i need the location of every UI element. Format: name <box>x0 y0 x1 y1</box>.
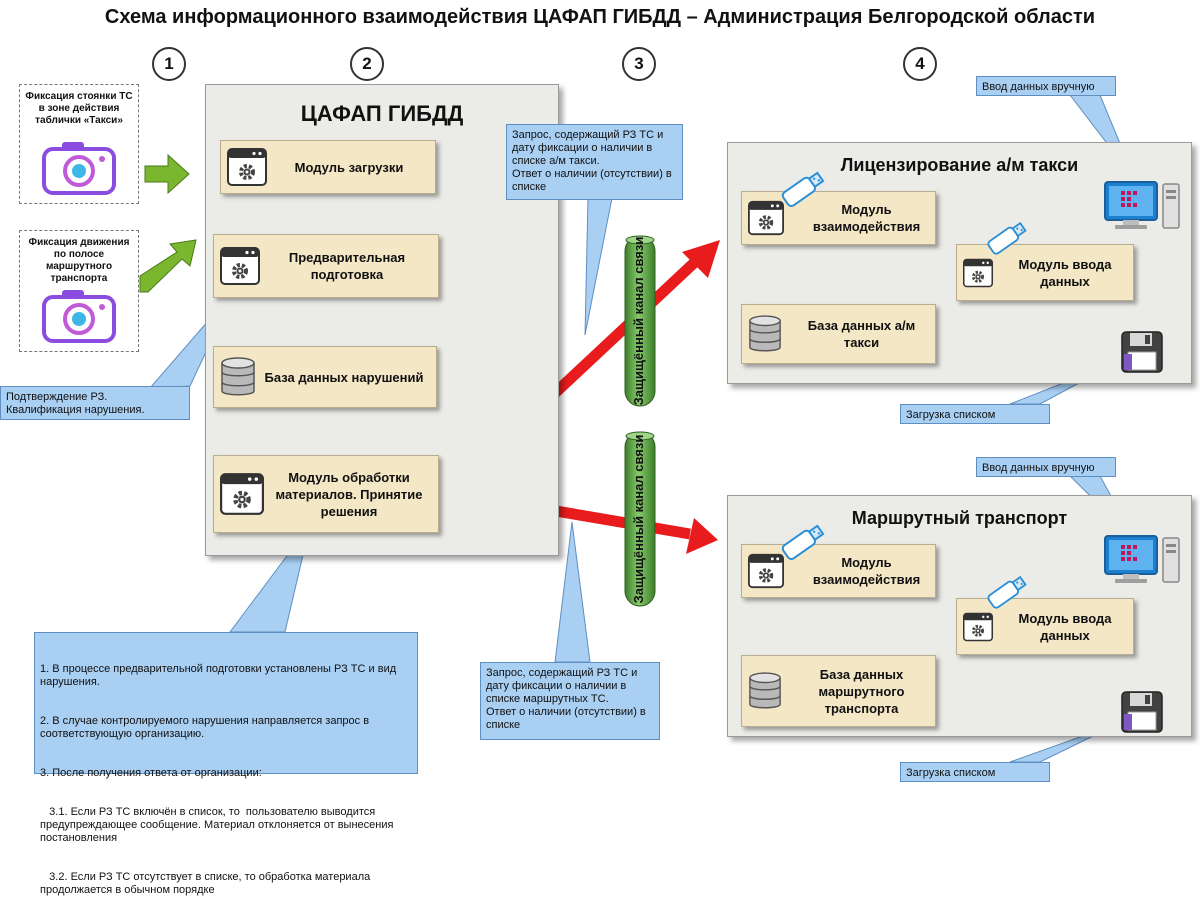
source-label: Фиксация стоянки ТС в зоне действия табл… <box>25 91 133 126</box>
gear-window-icon <box>748 200 784 236</box>
note-line: 3. После получения ответа от организации… <box>40 767 262 779</box>
note-taxi-bulk: Загрузка списком <box>900 404 1050 424</box>
gear-window-icon <box>220 247 260 285</box>
source-label: Фиксация движения по полосе маршрутного … <box>28 237 130 284</box>
note-process: 1. В процессе предварительной подготовки… <box>34 632 418 896</box>
channel-tube-top <box>624 235 656 407</box>
cafap-title: ЦАФАП ГИБДД <box>300 101 464 126</box>
channel-tube-bottom <box>624 431 656 607</box>
note-line: Квалификация нарушения. <box>6 404 145 416</box>
source-taxi-parking: Фиксация стоянки ТС в зоне действия табл… <box>19 84 139 204</box>
module-violations-db[interactable]: База данных нарушений <box>213 346 437 408</box>
taxi-module-db[interactable]: База данных а/м такси <box>741 304 936 364</box>
usb-drive-icon <box>781 524 825 561</box>
gear-window-icon <box>963 258 993 287</box>
note-taxi-manual: Ввод данных вручную <box>976 76 1116 96</box>
usb-drive-icon <box>987 575 1027 609</box>
note-line: Подтверждение РЗ. <box>6 391 108 403</box>
note-route-bulk: Загрузка списком <box>900 762 1050 782</box>
channel-label-bottom: Защищённый канал связи <box>631 434 646 604</box>
gear-window-icon <box>220 473 264 515</box>
arrow-source-2 <box>139 239 197 293</box>
taxi-module-input[interactable]: Модуль ввода данных <box>956 244 1134 301</box>
callout-pointer-request-bottom <box>554 521 591 663</box>
module-label: Предварительная подготовка <box>288 250 406 282</box>
callout-pointer-request-top <box>584 197 613 336</box>
note-line: 3.1. Если РЗ ТС включён в список, то пол… <box>40 806 397 844</box>
module-preliminary[interactable]: Предварительная подготовка <box>213 234 439 298</box>
module-label: Модуль взаимодействия <box>812 202 921 234</box>
module-label: База данных а/м такси <box>807 318 916 350</box>
module-label: База данных маршрутного транспорта <box>818 666 905 716</box>
gear-window-icon <box>748 553 784 589</box>
gear-window-icon <box>963 612 993 641</box>
route-module-db[interactable]: База данных маршрутного транспорта <box>741 655 936 727</box>
computer-icon <box>1104 535 1180 583</box>
module-label: Модуль обработки материалов. Принятие ре… <box>275 469 423 519</box>
note-route-manual: Ввод данных вручную <box>976 457 1116 477</box>
column-number-2: 2 <box>350 47 384 81</box>
route-title: Маршрутный транспорт <box>851 508 1068 528</box>
module-label: Модуль ввода данных <box>1018 610 1112 643</box>
route-module-interaction[interactable]: Модуль взаимодействия <box>741 544 936 598</box>
channel-label-top: Защищённый канал связи <box>631 236 646 406</box>
module-processing[interactable]: Модуль обработки материалов. Принятие ре… <box>213 455 439 533</box>
module-label: Модуль взаимодействия <box>812 555 921 587</box>
arrow-source-1 <box>144 153 190 195</box>
module-label: Модуль ввода данных <box>1018 256 1112 289</box>
usb-drive-icon <box>987 221 1027 255</box>
usb-drive-icon <box>781 171 825 208</box>
taxi-title: Лицензирование а/м такси <box>840 155 1079 175</box>
module-label: База данных нарушений <box>264 369 424 385</box>
database-icon <box>221 357 255 396</box>
diagram-title: Схема информационного взаимодействия ЦАФ… <box>104 6 1096 28</box>
column-number-3: 3 <box>622 47 656 81</box>
note-line: 3.2. Если РЗ ТС отсутствует в списке, то… <box>40 871 374 896</box>
route-module-input[interactable]: Модуль ввода данных <box>956 598 1134 655</box>
taxi-module-interaction[interactable]: Модуль взаимодействия <box>741 191 936 245</box>
column-number-1: 1 <box>152 47 186 81</box>
database-icon <box>749 315 781 352</box>
gear-window-icon <box>227 148 267 186</box>
camera-icon <box>42 290 116 343</box>
note-request-route: Запрос, содержащий РЗ ТС и дату фиксации… <box>480 662 660 740</box>
source-bus-lane: Фиксация движения по полосе маршрутного … <box>19 230 139 352</box>
computer-icon <box>1104 181 1180 229</box>
database-icon <box>749 672 781 709</box>
floppy-disk-icon <box>1121 331 1163 373</box>
module-upload[interactable]: Модуль загрузки <box>220 140 436 194</box>
floppy-disk-icon <box>1121 691 1163 733</box>
note-line: 1. В процессе предварительной подготовки… <box>40 663 400 688</box>
note-line: 2. В случае контролируемого нарушения на… <box>40 715 373 740</box>
column-number-4: 4 <box>903 47 937 81</box>
module-label: Модуль загрузки <box>294 159 404 175</box>
note-request-taxi: Запрос, содержащий РЗ ТС и дату фиксации… <box>506 124 683 200</box>
note-confirm: Подтверждение РЗ. Квалификация нарушения… <box>0 386 190 420</box>
camera-icon <box>42 142 116 195</box>
